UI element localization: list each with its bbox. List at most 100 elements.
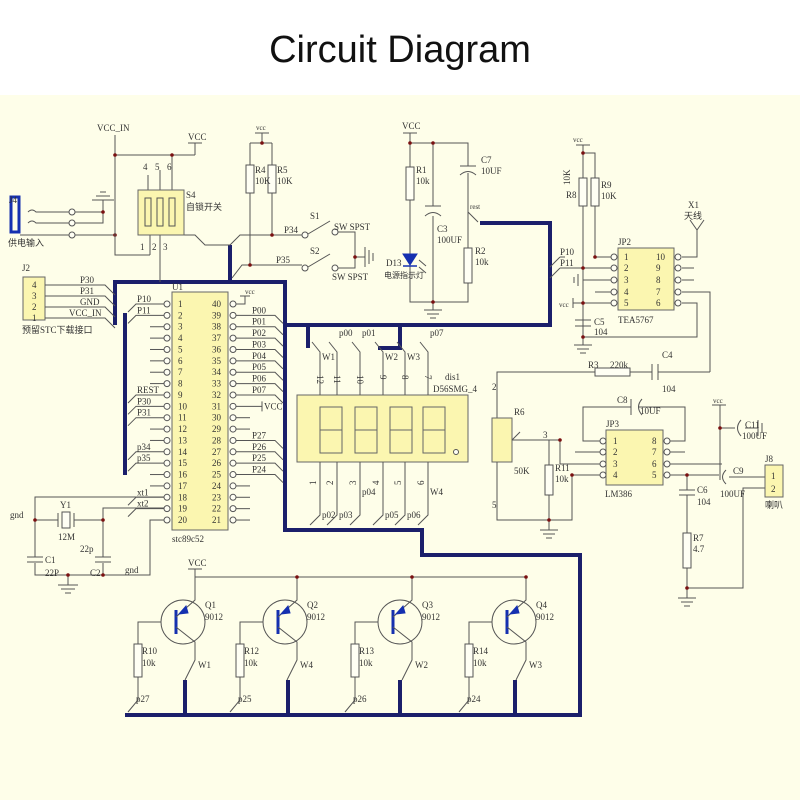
u1-right-pin: [229, 402, 237, 410]
u1-left-pin: [163, 482, 171, 490]
transistor-ref: Q2: [307, 600, 318, 610]
u1-left-net-label: p34: [137, 442, 151, 452]
u1-right-pin: [229, 368, 237, 376]
u1-left-pin-number: 10: [178, 401, 188, 411]
u1-right-net-label: P02: [252, 328, 266, 338]
c5-value: 104: [594, 327, 608, 337]
display-top-pin-lead: [419, 341, 429, 395]
u1-left-pin-number: 14: [178, 447, 188, 457]
u1-right-pin-number: 22: [212, 504, 221, 514]
u1-left-pin-lead: [127, 417, 164, 427]
u1-right-pin-lead: [236, 295, 250, 305]
s1-ref: S1: [310, 211, 320, 221]
jp3-part: LM386: [605, 489, 633, 499]
u1-right-pin: [229, 311, 237, 319]
y1-ref: Y1: [60, 500, 71, 510]
u1-left-net-label: P11: [137, 305, 151, 315]
display-bottom-pin-number: 6: [416, 480, 426, 485]
jp2-right-pin-number: 9: [656, 263, 661, 273]
u1-left-net-label: P10: [137, 294, 152, 304]
u1-right-net-label: P06: [252, 374, 267, 384]
s4-pin-5: 5: [155, 162, 160, 172]
r3-ref: R3: [588, 360, 599, 370]
u1-right-net-label: P07: [252, 385, 267, 395]
u1-left-pin: [163, 357, 171, 365]
u1-right-net-label: P24: [252, 465, 267, 475]
u1-left-pin-lead: [127, 314, 164, 324]
jp2-right-pin: [674, 288, 682, 296]
j2-download-header: J2 4 3 2 1 P30 P31 GND VCC_IN 预留STC下载接口: [22, 263, 116, 335]
transistor-part: 9012: [205, 612, 223, 622]
display-bottom-pin-lead: [309, 462, 321, 526]
jp2-left-pin-number: 2: [624, 263, 629, 273]
u1-left-pin-number: 17: [178, 481, 188, 491]
u1-left-pin: [163, 436, 171, 444]
power-reset-circuit: VCC R1 10k C3 100UF C7 10UF rest R2 10k …: [384, 121, 502, 319]
r2-value: 10k: [475, 257, 489, 267]
c4-ref: C4: [662, 350, 673, 360]
u1-right-pin-number: 33: [212, 379, 222, 389]
vcc-label-r4r5: vcc: [256, 124, 266, 132]
display-bottom-net-label: p02: [322, 510, 336, 520]
base-net-label: p27: [136, 694, 150, 704]
u1-left-net-label: P30: [137, 396, 152, 406]
j8-pin: 2: [771, 484, 776, 494]
transistor-part: 9012: [536, 612, 554, 622]
u1-left-pin-number: 16: [178, 470, 188, 480]
u1-left-pin: [163, 300, 171, 308]
base-net-label: p24: [467, 694, 481, 704]
u1-right-pin-number: 36: [212, 344, 222, 354]
u1-left-pin: [163, 425, 171, 433]
jp3-right-pin-number: 8: [652, 436, 657, 446]
display-top-pin-number: 7: [423, 375, 433, 380]
u1-right-pin-lead: [236, 401, 263, 412]
jp3-right-pin: [663, 460, 671, 468]
r5-ref: R5: [277, 165, 288, 175]
r4-r5-switches: vcc R4 10K R5 10K P34 P35 S1 SW SPST S2 …: [229, 124, 374, 282]
u1-right-pin-lead: [236, 337, 284, 347]
jp2-left-pin-number: 5: [624, 298, 629, 308]
emitter-arrow-icon: [508, 604, 520, 615]
c2-ref: C2: [90, 568, 101, 578]
u1-right-net-label: P04: [252, 351, 267, 361]
u1-left-pin: [163, 414, 171, 422]
display-top-net-label: p07: [430, 328, 444, 338]
s4-latch-switch: VCC_IN VCC 4 5 6 1 2 3 S4 自锁开关: [97, 123, 230, 282]
jp2-right-pin: [674, 264, 682, 272]
u1-right-pin-number: 23: [212, 492, 222, 502]
j2-pin: 3: [32, 291, 37, 301]
u1-left-pin: [163, 471, 171, 479]
display-bottom-net-label: W4: [430, 487, 443, 497]
u1-right-pin: [229, 300, 237, 308]
junction-node: [524, 575, 528, 579]
jp2-right-pin-number: 8: [656, 275, 661, 285]
u1-right-pin-number: 27: [212, 447, 222, 457]
base-net-label: p26: [353, 694, 367, 704]
base-resistor: [464, 643, 474, 678]
u1-right-pin: [229, 482, 237, 490]
display-part: D56SMG_4: [433, 384, 478, 394]
jp3-right-pin: [663, 448, 671, 456]
c1-ref: C1: [45, 555, 56, 565]
s4-ref: S4: [186, 190, 196, 200]
u1-left-net-label: P31: [137, 408, 151, 418]
u1-left-pin: [163, 345, 171, 353]
u1-right-pin-lead: [236, 462, 284, 472]
x1-desc: 天线: [684, 210, 702, 221]
transistor-leads: [229, 577, 298, 713]
s4-pin-6: 6: [167, 162, 172, 172]
c11-value: 100UF: [742, 431, 767, 441]
s1-type: SW SPST: [334, 222, 371, 232]
resistor-ref: R14: [473, 646, 489, 656]
c3-value: 100UF: [437, 235, 462, 245]
r9-value: 10K: [601, 191, 617, 201]
u1-left-pin-number: 15: [178, 458, 188, 468]
jp3-left-pin-number: 1: [613, 436, 618, 446]
u1-left-pin-number: 12: [178, 424, 187, 434]
c11-ref: C11: [745, 420, 760, 430]
u1-right-pin: [229, 448, 237, 456]
display-bottom-pin-lead: [372, 462, 384, 526]
display-top-net-label: W2: [385, 352, 398, 362]
